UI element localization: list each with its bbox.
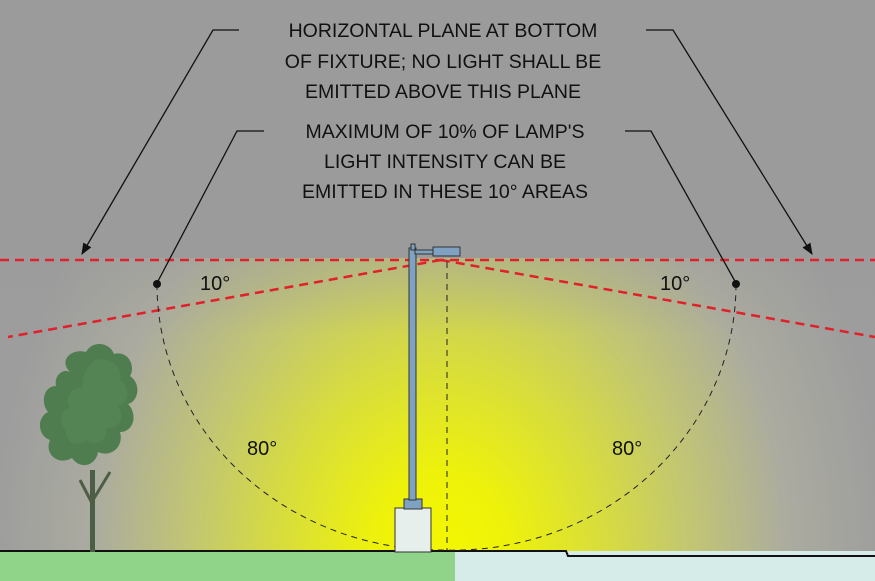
left-10-degree-line (7, 258, 442, 339)
left-80-degree-label: 80° (247, 438, 277, 460)
left-10-degree-label: 10° (200, 273, 230, 295)
light-distribution-arc (156, 283, 737, 551)
plane-note-line-1: HORIZONTAL PLANE AT BOTTOM (289, 20, 598, 42)
ten-percent-note-line-3: EMITTED IN THESE 10° AREAS (302, 181, 588, 203)
horizontal-plane-note: HORIZONTAL PLANE AT BOTTOM OF FIXTURE; N… (285, 20, 601, 103)
plane-note-line-2: OF FIXTURE; NO LIGHT SHALL BE (285, 51, 601, 73)
ten-percent-note-line-1: MAXIMUM OF 10% OF LAMP'S (306, 121, 585, 143)
ground-line (0, 550, 875, 557)
right-10-degree-line (440, 258, 875, 339)
light-pole-icon (394, 243, 461, 553)
tree-icon (39, 343, 138, 552)
right-marker-dot (732, 280, 740, 288)
right-10-degree-label: 10° (660, 273, 690, 295)
plane-leader-left (81, 29, 239, 256)
plane-note-line-3: EMITTED ABOVE THIS PLANE (305, 81, 581, 103)
ten-percent-note-line-2: LIGHT INTENSITY CAN BE (324, 151, 566, 173)
plane-leader-right (646, 29, 813, 255)
ten-percent-leader-left (156, 130, 264, 284)
right-80-degree-label: 80° (612, 438, 642, 460)
grass-strip (0, 551, 455, 581)
left-marker-dot (153, 280, 161, 288)
ten-percent-note: MAXIMUM OF 10% OF LAMP'S LIGHT INTENSITY… (302, 121, 588, 203)
ten-percent-leader-right (625, 130, 737, 284)
